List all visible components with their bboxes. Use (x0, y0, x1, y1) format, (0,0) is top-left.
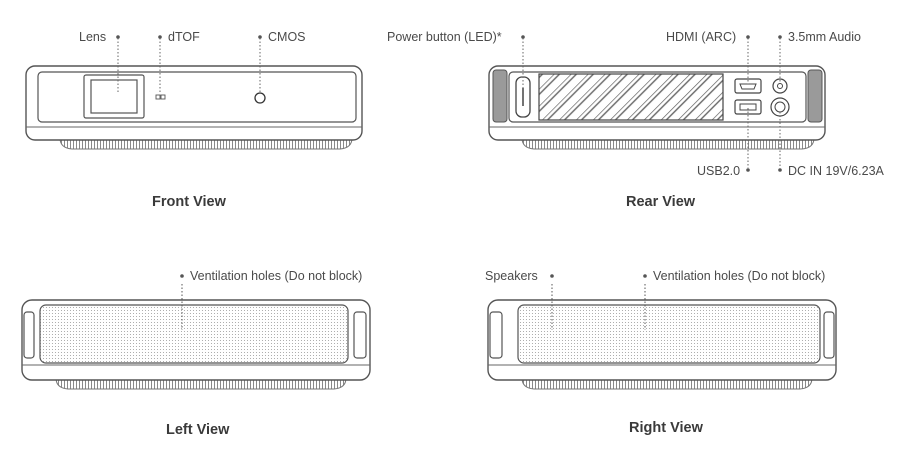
audio-label: 3.5mm Audio (788, 30, 861, 44)
left-view-title: Left View (166, 422, 230, 438)
speakers-label: Speakers (485, 269, 538, 283)
right-view-device (487, 274, 837, 390)
hdmi-label: HDMI (ARC) (666, 30, 737, 44)
power-button-label: Power button (LED)* (387, 30, 502, 44)
lens-label: Lens (79, 30, 107, 44)
left-view-device (21, 274, 371, 390)
dtof-label: dTOF (168, 30, 200, 44)
rear-view-title: Rear View (626, 194, 696, 210)
right-view-title: Right View (629, 420, 703, 436)
usb-label: USB2.0 (697, 164, 741, 178)
rear-view-device (488, 35, 826, 172)
front-view-title: Front View (152, 194, 226, 210)
dc-in-label: DC IN 19V/6.23A (788, 164, 884, 178)
cmos-label: CMOS (268, 30, 306, 44)
left-vent-label: Ventilation holes (Do not block) (190, 269, 363, 283)
right-vent-label: Ventilation holes (Do not block) (653, 269, 826, 283)
front-view-device (25, 35, 363, 150)
